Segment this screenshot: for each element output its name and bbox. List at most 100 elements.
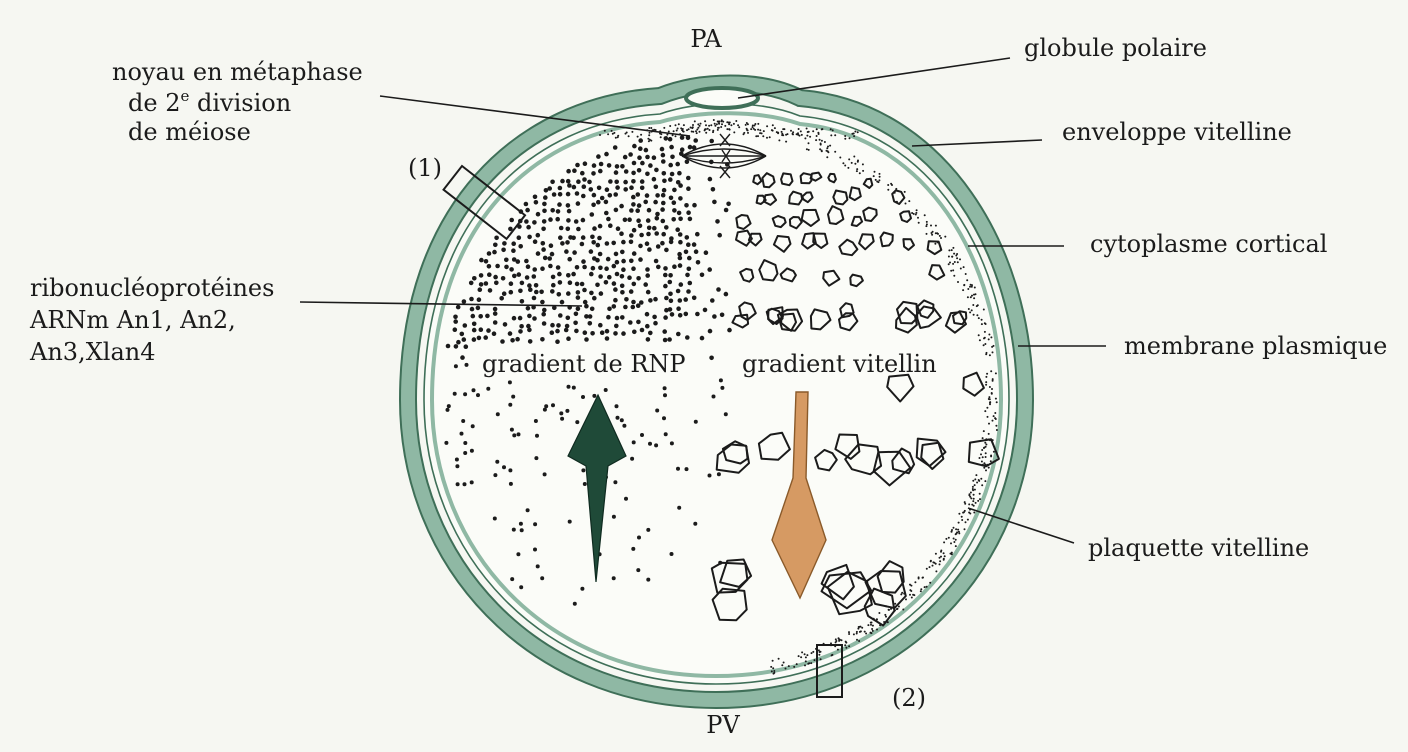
cortex-dot — [925, 223, 928, 226]
rnp-dot — [486, 251, 492, 256]
rnp-dot — [611, 281, 617, 286]
rnp-dot — [455, 304, 461, 310]
cortex-dot — [762, 130, 765, 133]
cortex-dot — [969, 491, 972, 494]
rnp-dot — [672, 264, 677, 270]
rnp-dot — [519, 528, 524, 533]
rnp-dot — [540, 576, 545, 581]
cortex-dot — [755, 135, 758, 138]
rnp-dot — [636, 319, 641, 325]
rnp-dot — [470, 313, 476, 319]
cortex-dot — [974, 478, 977, 481]
rnp-dot — [533, 547, 537, 552]
rnp-dot — [660, 240, 665, 246]
rnp-gradient-arrow — [567, 393, 627, 583]
rnp-dot — [664, 295, 669, 301]
cortex-dot — [853, 135, 856, 138]
cortex-dot — [900, 593, 903, 596]
rnp-dot — [540, 266, 545, 272]
rnp-dot — [613, 331, 618, 336]
cortex-dot — [818, 651, 821, 653]
rnp-dot — [614, 179, 619, 185]
rnp-dot — [611, 576, 616, 581]
cortex-dot — [958, 512, 961, 515]
label-gradient-vitellin: gradient vitellin — [742, 350, 937, 378]
rnp-dot — [607, 306, 612, 312]
rnp-dot — [501, 247, 506, 253]
rnp-dot — [527, 283, 532, 288]
cortex-dot — [972, 497, 975, 500]
cortex-dot — [778, 139, 781, 142]
rnp-dot — [478, 282, 484, 287]
rnp-dot — [699, 272, 705, 278]
rnp-dot — [446, 404, 451, 409]
rnp-dot — [581, 184, 587, 189]
cortex-dot — [844, 164, 847, 167]
rnp-dot — [453, 344, 459, 349]
cortex-dot — [922, 576, 924, 579]
cortex-dot — [747, 131, 749, 134]
cortex-dot — [994, 412, 997, 414]
rnp-dot — [565, 226, 571, 232]
cortex-dot — [687, 128, 690, 131]
cortex-dot — [961, 519, 964, 521]
rnp-dot — [663, 432, 668, 437]
rnp-dot — [615, 415, 620, 420]
cortex-dot — [984, 456, 987, 458]
cortex-dot — [844, 135, 847, 137]
rnp-dot — [669, 171, 675, 177]
rnp-dot — [485, 313, 490, 319]
cortex-dot — [969, 296, 972, 299]
yolk-platelet — [776, 308, 804, 332]
yolk-platelet — [967, 438, 1000, 468]
rnp-dot — [494, 280, 499, 286]
rnp-dot — [500, 339, 505, 344]
rnp-dot — [655, 211, 660, 217]
rnp-dot — [493, 473, 498, 478]
cortex-dot — [858, 640, 861, 642]
cortex-dot — [995, 429, 998, 431]
cortex-dot — [781, 132, 784, 135]
rnp-dot — [589, 271, 594, 277]
rnp-dot — [541, 321, 547, 326]
cortex-dot — [800, 656, 803, 659]
cortex-dot — [985, 381, 988, 384]
rnp-dot — [523, 201, 529, 207]
cortex-dot — [984, 480, 987, 483]
cortex-dot — [964, 521, 967, 524]
rnp-dot — [628, 320, 633, 325]
rnp-dot — [676, 210, 682, 216]
yolk-platelet — [761, 172, 776, 189]
cortex-dot — [799, 130, 802, 133]
rnp-dot — [515, 259, 521, 264]
rnp-dot — [646, 225, 652, 231]
rnp-dot — [677, 263, 683, 268]
label-noyau-line3: de méiose — [128, 118, 251, 146]
rnp-dot — [579, 241, 585, 247]
rnp-dot — [582, 330, 588, 336]
rnp-dot — [469, 480, 474, 485]
rnp-dot — [622, 154, 628, 160]
cortex-dot — [960, 515, 963, 518]
rnp-dot — [693, 521, 698, 526]
rnp-dot — [575, 290, 581, 295]
cortex-dot — [760, 132, 763, 135]
cortex-dot — [858, 172, 861, 175]
rnp-dot — [532, 194, 538, 200]
rnp-dot — [624, 496, 628, 501]
cortex-dot — [981, 484, 984, 487]
rnp-dot — [671, 217, 676, 222]
rnp-dot — [638, 138, 643, 143]
rnp-dot — [574, 191, 580, 196]
cortex-dot — [804, 137, 807, 140]
cortex-dot — [613, 131, 616, 134]
rnp-dot — [727, 327, 732, 333]
rnp-dot — [620, 315, 625, 320]
cortex-dot — [837, 637, 840, 640]
cortex-dot — [982, 447, 985, 449]
label-membrane-plasmique: membrane plasmique — [1124, 332, 1387, 360]
cortex-dot — [908, 200, 911, 203]
cortex-dot — [831, 129, 834, 132]
rnp-dot — [668, 273, 673, 278]
cortex-dot — [923, 586, 926, 589]
